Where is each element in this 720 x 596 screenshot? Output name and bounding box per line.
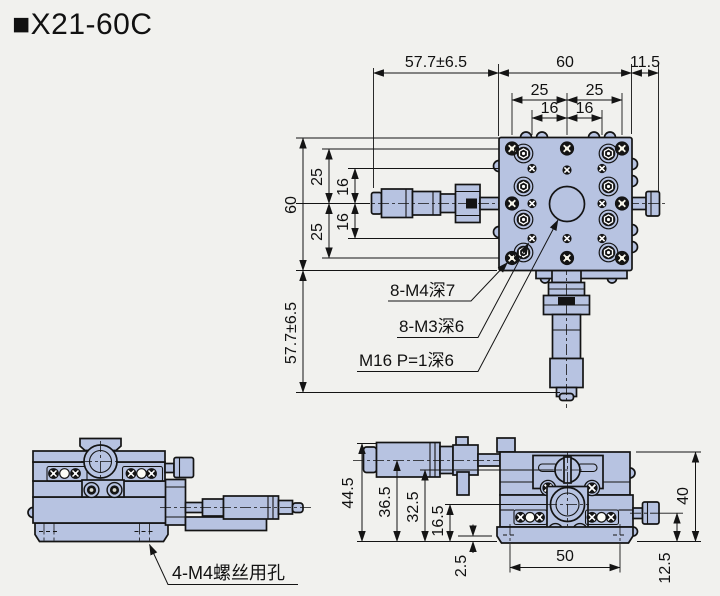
dim-travel-v: 57.7±6.5 [283, 302, 300, 364]
base-hole-marks [39, 523, 155, 542]
callout-m3: 8-M3深6 [399, 317, 464, 336]
center-bracket [546, 484, 589, 529]
dim-2-5: 2.5 [453, 555, 470, 577]
dim-25-bottom: 25 [309, 223, 326, 241]
side-view [353, 436, 664, 546]
dim-height: 60 [283, 196, 300, 214]
dim-16-top: 16 [335, 178, 352, 196]
screw [585, 511, 599, 524]
dim-25-top: 25 [309, 168, 326, 186]
side-knob [630, 501, 664, 525]
x-axis-micrometer [358, 183, 506, 224]
ring-screw [83, 481, 100, 499]
screw [604, 511, 618, 524]
front-view [27, 437, 312, 543]
lower-body [32, 496, 168, 524]
base-plate [496, 526, 634, 544]
dim-50: 50 [556, 548, 574, 565]
dim-32-5: 32.5 [405, 491, 422, 522]
dim-16-left: 16 [541, 100, 559, 117]
base-plate [34, 522, 169, 543]
side-micrometer [353, 436, 508, 496]
dim-16-bottom: 16 [335, 213, 352, 231]
front-micrometer [160, 478, 312, 532]
screw [47, 467, 60, 480]
hole [59, 468, 70, 479]
screw [69, 467, 82, 480]
callout-m4: 8-M4深7 [390, 281, 455, 300]
dim-36-5: 36.5 [377, 486, 394, 517]
dim-knob: 11.5 [630, 54, 660, 71]
top-knob [164, 456, 195, 479]
hole [524, 511, 536, 523]
hole [596, 511, 607, 523]
top-view-dimensions: 57.7±6.5 60 11.5 25 25 16 16 60 25 16 16… [283, 54, 660, 394]
dim-width: 60 [556, 54, 574, 71]
callout-m16: M16 P=1深6 [359, 351, 454, 370]
top-view-callouts: 8-M4深7 8-M3深6 M16 P=1深6 [357, 219, 559, 372]
bracket-boss [496, 437, 516, 453]
dim-12-5: 12.5 [657, 552, 674, 583]
dim-16-5: 16.5 [430, 505, 447, 536]
y-axis-micrometer [535, 264, 628, 408]
ring-screw [106, 481, 123, 499]
screw [533, 511, 546, 524]
base-hole-marks [503, 524, 627, 546]
front-view-callout: 4-M4螺丝用孔 [149, 544, 298, 585]
side-view-dimensions: 44.5 36.5 32.5 16.5 2.5 50 12.5 40 [340, 442, 701, 584]
dim-40: 40 [675, 487, 692, 505]
dim-25-left: 25 [531, 82, 549, 99]
y-knob [628, 190, 668, 217]
screw [124, 467, 138, 480]
dim-travel-h: 57.7±6.5 [405, 54, 467, 71]
page-title: ■X21-60C [12, 8, 153, 41]
dim-25-right: 25 [586, 82, 604, 99]
dim-16-right: 16 [576, 100, 594, 117]
dim-overall-height: 44.5 [340, 477, 357, 508]
screw [145, 467, 158, 480]
top-view [358, 131, 668, 408]
hole [136, 468, 147, 479]
m16-center-hole [548, 185, 586, 223]
callout-base-holes: 4-M4螺丝用孔 [172, 563, 285, 583]
screw [514, 511, 527, 524]
